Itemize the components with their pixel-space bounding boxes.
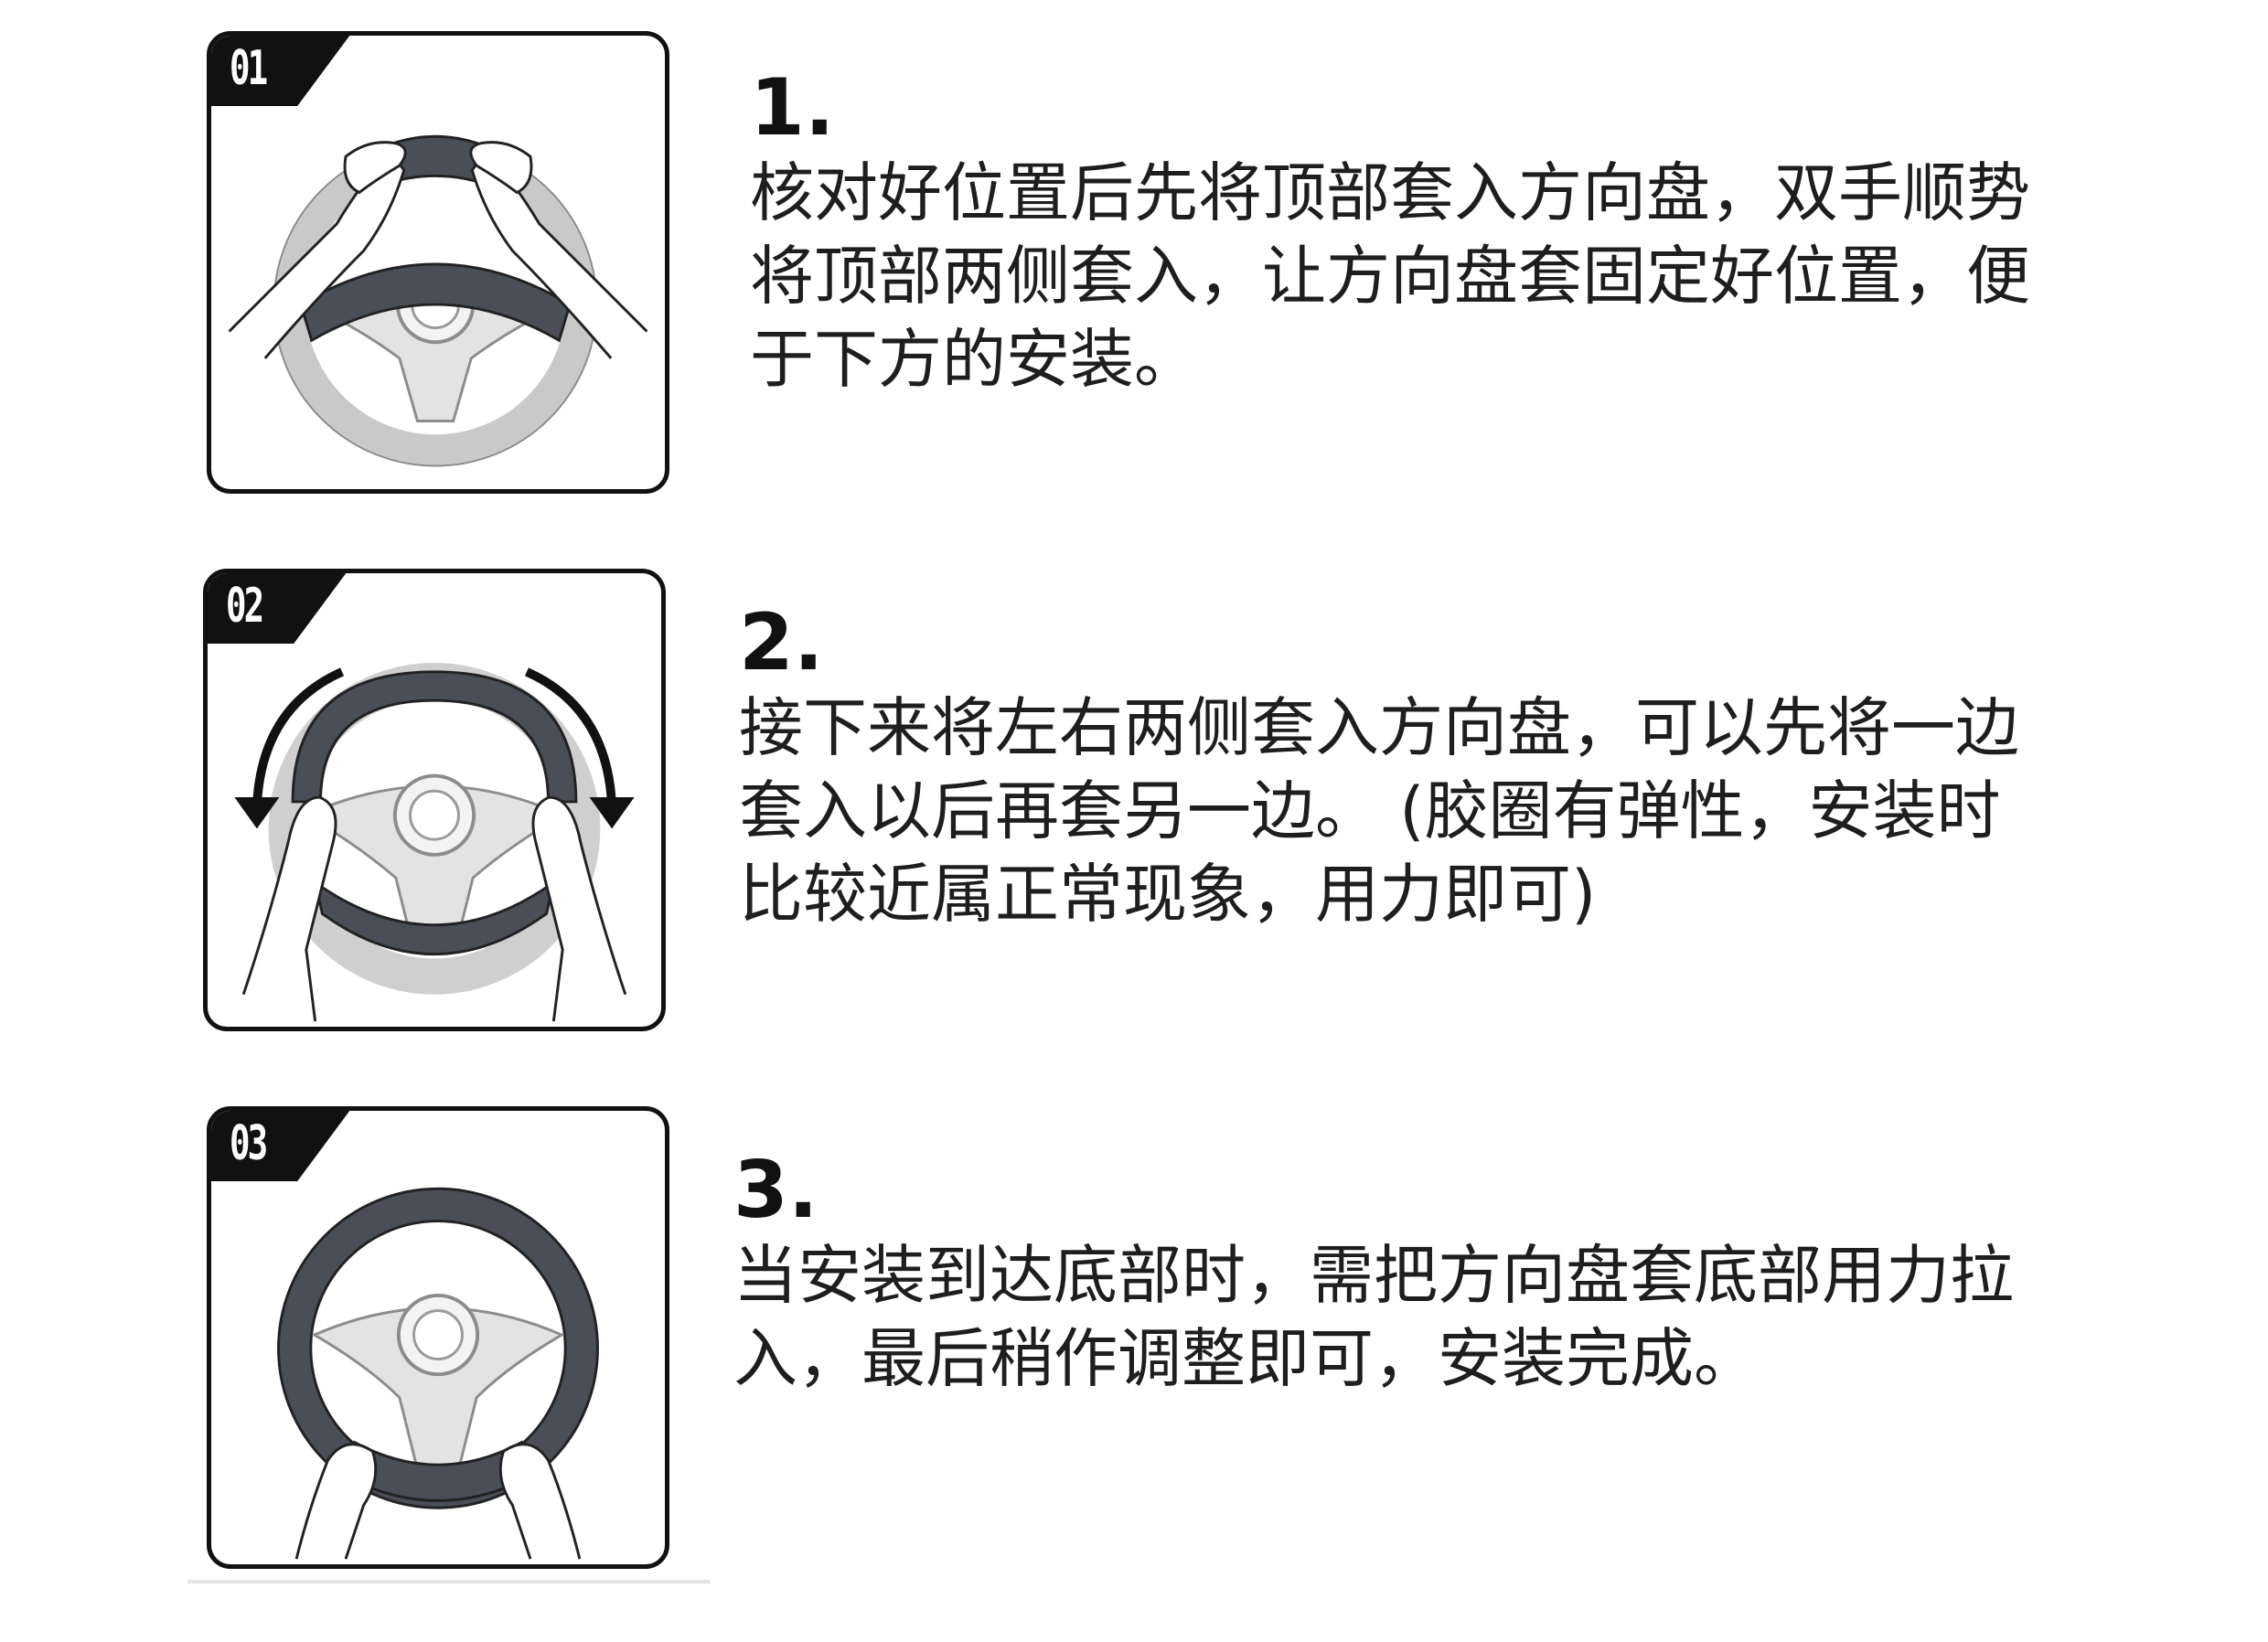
- step-3-badge: 03: [211, 1111, 358, 1186]
- step-2-badge-number: 02: [226, 579, 262, 634]
- step-2-badge: 02: [208, 573, 354, 648]
- step-2-text-block: 2. 接下来将左右两侧套入方向盘，可以先将一边套入以后再套另一边。 (胶圈有弹性…: [739, 599, 2038, 936]
- step-3-description: 当安装到达底部时，需把方向盘套底部用力拉入，最后稍作调整即可，安装完成。: [733, 1234, 2032, 1401]
- install-step-3: 03 3. 当安装到达底部时，需把方向盘套底部用力拉入，最后稍作调整即可，安装完…: [0, 1075, 2268, 1587]
- step-3-text-block: 3. 当安装到达底部时，需把方向盘套底部用力拉入，最后稍作调整即可，安装完成。: [733, 1146, 2032, 1401]
- step-2-number: 2.: [739, 599, 2038, 687]
- step-3-number: 3.: [733, 1146, 2032, 1234]
- install-step-1: 01 1. 核对好位置后先将顶部套入方向盘，双手顺势将顶部两侧套入，让方向盘套固…: [0, 0, 2268, 512]
- step-2-description: 接下来将左右两侧套入方向盘，可以先将一边套入以后再套另一边。 (胶圈有弹性，安装…: [739, 687, 2038, 936]
- bottom-divider: [187, 1580, 711, 1583]
- step-3-illustration-panel: 03: [207, 1106, 669, 1569]
- step-2-illustration-panel: 02: [203, 569, 666, 1031]
- step-1-text-block: 1. 核对好位置后先将顶部套入方向盘，双手顺势将顶部两侧套入，让方向盘套固定好位…: [750, 64, 2049, 401]
- step-3-badge-number: 03: [230, 1116, 265, 1171]
- step-1-badge: 01: [211, 36, 358, 111]
- step-1-badge-number: 01: [230, 41, 265, 96]
- step-1-illustration-panel: 01: [207, 31, 669, 494]
- step-1-number: 1.: [750, 64, 2049, 152]
- install-step-2: 02 2. 接下来将左右两侧套入方向盘，可以先将一边套入以后再套另一边。 (胶圈…: [0, 539, 2268, 1051]
- step-1-description: 核对好位置后先将顶部套入方向盘，双手顺势将顶部两侧套入，让方向盘套固定好位置，便…: [750, 152, 2049, 401]
